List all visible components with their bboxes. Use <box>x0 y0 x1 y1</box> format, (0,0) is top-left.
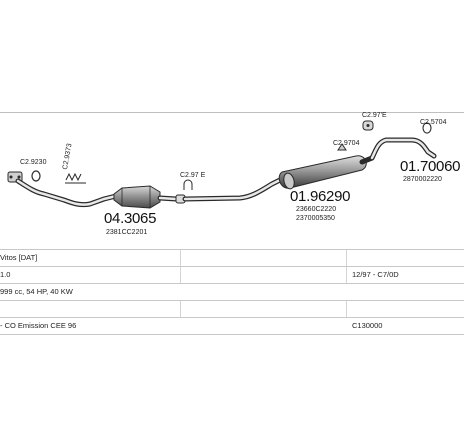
column-divider <box>180 250 181 266</box>
column-divider <box>180 301 181 317</box>
main-part-code: 04.3065 <box>104 210 157 227</box>
table-row: 999 cc, 54 HP, 40 KW <box>0 283 464 300</box>
column-divider <box>180 267 181 283</box>
exhaust-diagram: C2.9230 C2.9373 C2.97 E C2.97'E C2.9704 … <box>7 112 461 236</box>
part-code-label: C2.97'E <box>362 112 387 119</box>
oe-reference: 2381CC2201 <box>106 229 148 236</box>
clamp-icon <box>65 172 86 184</box>
rubber-hanger-icon <box>362 120 374 131</box>
part-code-label: C2.5704 <box>420 119 447 126</box>
vehicle-info-table: Vitos [DAT] 1.0 12/97 - C7/0D 999 cc, 54… <box>0 249 464 335</box>
column-divider <box>346 267 347 283</box>
table-row: - CO Emission CEE 96 C130000 <box>0 317 464 335</box>
table-row: Vitos [DAT] <box>0 249 464 266</box>
gasket-icon <box>31 170 41 182</box>
part-code-label: C2.9230 <box>20 159 47 166</box>
top-divider <box>0 112 464 113</box>
middle-muffler-shape <box>278 155 367 190</box>
vehicle-model: Vitos [DAT] <box>0 253 38 262</box>
table-row <box>0 300 464 317</box>
oe-reference: 2870002220 <box>403 176 442 183</box>
clamp-rear-icon <box>422 122 432 134</box>
column-divider <box>346 250 347 266</box>
part-code-label: C2.97 E <box>180 172 206 179</box>
main-part-code: 01.70060 <box>400 158 461 175</box>
main-part-code: 01.96290 <box>290 188 351 205</box>
production-years: 12/97 - C7/0D <box>352 270 399 279</box>
part-code-label: C2.9704 <box>333 140 360 147</box>
oe-reference: 2370005350 <box>296 215 335 222</box>
middle-pipe <box>182 175 287 202</box>
engine-specs: 999 cc, 54 HP, 40 KW <box>0 287 73 296</box>
mount-icon <box>337 143 347 151</box>
catalyst-shape <box>113 185 161 209</box>
emission-standard: - CO Emission CEE 96 <box>0 321 77 330</box>
clamp-small-icon <box>183 179 193 190</box>
exhaust-drawing <box>7 120 437 209</box>
column-divider <box>346 301 347 317</box>
table-row: 1.0 12/97 - C7/0D <box>0 266 464 283</box>
vehicle-code: C130000 <box>352 321 383 330</box>
engine-size: 1.0 <box>0 270 11 279</box>
oe-reference: 23660C2220 <box>296 206 337 213</box>
